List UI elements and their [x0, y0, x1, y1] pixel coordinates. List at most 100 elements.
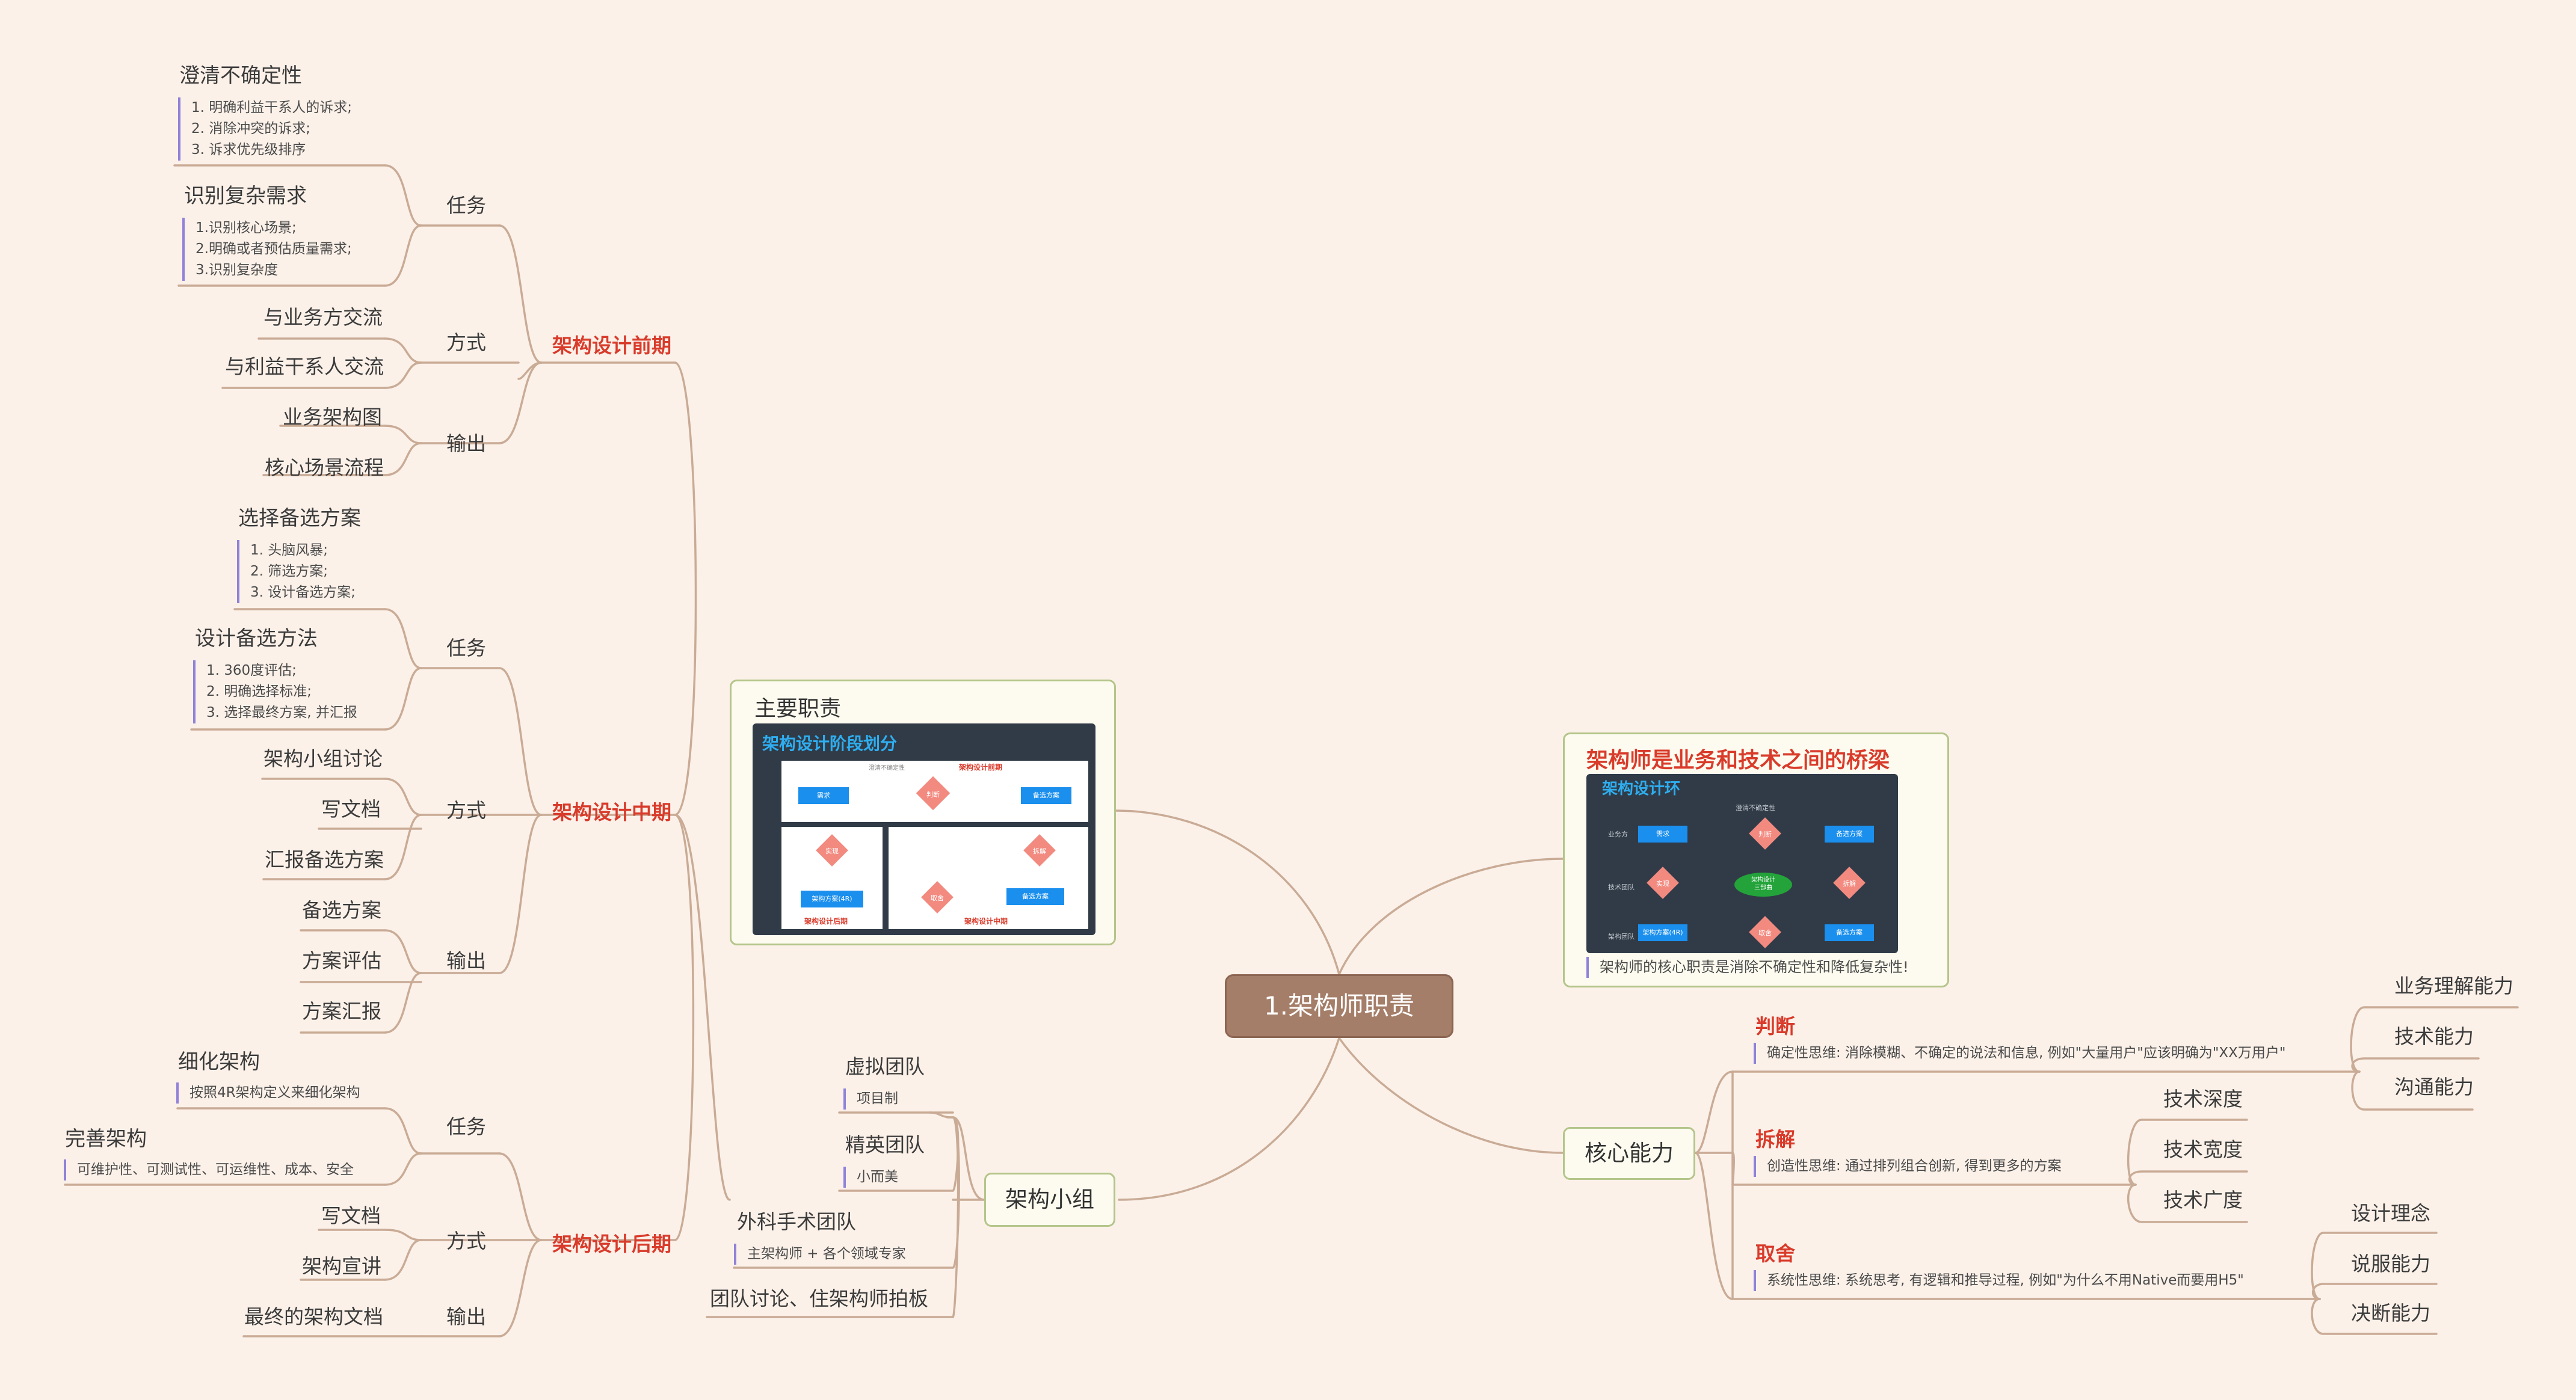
- figure-panel-left: 实现 架构方案(4R) 架构设计后期: [781, 827, 883, 929]
- core-judge: 判断: [1755, 1015, 1795, 1038]
- mid-output-candidate: 备选方案: [302, 898, 381, 922]
- judge-item-tech: 技术能力: [2394, 1025, 2474, 1048]
- back-task-refine: 细化架构: [178, 1050, 260, 1074]
- mid-task-design-notes: 1. 360度评估; 2. 明确选择标准; 3. 选择最终方案, 并汇报: [193, 660, 357, 723]
- front-method-stakeholder: 与利益干系人交流: [225, 355, 384, 378]
- lane-arch: 架构团队: [1608, 933, 1635, 941]
- mid-method-doc: 写文档: [321, 797, 381, 821]
- loop-candidate-node: 备选方案: [1825, 826, 1874, 843]
- clarify-note-1: 1. 明确利益干系人的诉求;: [191, 100, 353, 115]
- mid-output-report: 方案汇报: [302, 999, 381, 1023]
- phase-back-label: 架构设计后期: [552, 1232, 671, 1256]
- figure-stage-mid: 架构设计中期: [964, 917, 1008, 926]
- front-output-scenario: 核心场景流程: [265, 456, 384, 479]
- core-trade: 取舍: [1755, 1242, 1795, 1265]
- loop-judge-label: 判断: [1758, 830, 1772, 838]
- figure-top-label: 澄清不确定性: [869, 765, 905, 772]
- mid-output-evaluate: 方案评估: [302, 949, 381, 972]
- back-output-final: 最终的架构文档: [244, 1305, 383, 1328]
- front-task-identify: 识别复杂需求: [184, 184, 307, 208]
- identify-note-1: 1.识别核心场景;: [196, 220, 297, 236]
- team-elite-note: 小而美: [843, 1167, 898, 1188]
- loop-final-doc-node: 架构方案(4R): [1638, 924, 1687, 941]
- choose-note-2: 2. 筛选方案;: [250, 563, 328, 579]
- front-method: 方式: [446, 331, 486, 354]
- clarify-note-2: 2. 消除冲突的诉求;: [191, 121, 311, 137]
- design-note-2: 2. 明确选择标准;: [206, 684, 312, 699]
- figure-final-doc-node: 架构方案(4R): [801, 891, 863, 907]
- figure-panel-top: 澄清不确定性 架构设计前期 需求 判断 备选方案: [781, 761, 1088, 822]
- front-output-bizarch: 业务架构图: [283, 405, 382, 429]
- figure-candidate-node-2: 备选方案: [1006, 888, 1064, 905]
- judge-item-business: 业务理解能力: [2394, 974, 2513, 998]
- figure-req-node: 需求: [798, 787, 849, 804]
- lane-business: 业务方: [1608, 830, 1628, 838]
- choose-note-1: 1. 头脑风暴;: [250, 542, 328, 558]
- loop-implement-label: 实现: [1656, 880, 1669, 888]
- core-trade-note: 系统性思维: 系统思考, 有逻辑和推导过程, 例如"为什么不用Native而要用…: [1754, 1270, 2244, 1291]
- back-task: 任务: [446, 1115, 486, 1138]
- team-surgery-note: 主架构师 + 各个领域专家: [734, 1244, 906, 1265]
- figure-implement-label: 实现: [825, 847, 839, 855]
- back-task-improve: 完善架构: [65, 1127, 147, 1151]
- front-output: 输出: [446, 432, 486, 455]
- bridge-title: 架构师是业务和技术之间的桥梁: [1586, 748, 1890, 773]
- loop-center-node: [1734, 873, 1792, 897]
- mid-task-choose-notes: 1. 头脑风暴; 2. 筛选方案; 3. 设计备选方案;: [237, 540, 356, 603]
- front-task-clarify: 澄清不确定性: [179, 64, 302, 88]
- back-method-doc: 写文档: [321, 1204, 381, 1227]
- back-task-refine-note: 按照4R架构定义来细化架构: [176, 1082, 360, 1104]
- figure-judge-label: 判断: [926, 791, 940, 799]
- figure-tradeoff-label: 取舍: [931, 894, 944, 902]
- choose-note-3: 3. 设计备选方案;: [250, 585, 356, 600]
- identify-note-3: 3.识别复杂度: [196, 262, 278, 278]
- team-elite: 精英团队: [845, 1133, 925, 1156]
- loop-top-label: 澄清不确定性: [1736, 804, 1775, 812]
- identify-note-2: 2.明确或者预估质量需求;: [196, 241, 352, 257]
- back-method: 方式: [446, 1229, 486, 1253]
- trade-item-concept: 设计理念: [2351, 1202, 2430, 1225]
- team-box[interactable]: 架构小组: [984, 1173, 1115, 1227]
- figure-stage-back: 架构设计后期: [804, 917, 848, 926]
- mid-output: 输出: [446, 949, 486, 972]
- design-note-3: 3. 选择最终方案, 并汇报: [206, 705, 357, 720]
- design-loop-figure: 架构设计环 澄清不确定性 业务方 技术团队 架构团队 需求 判断 备选方案 实现…: [1586, 774, 1898, 953]
- mid-task: 任务: [446, 636, 486, 660]
- loop-figure-title: 架构设计环: [1602, 780, 1681, 798]
- loop-candidate-node-2: 备选方案: [1825, 924, 1874, 941]
- bridge-box[interactable]: 架构师是业务和技术之间的桥梁 架构设计环 澄清不确定性 业务方 技术团队 架构团…: [1563, 732, 1949, 987]
- judge-item-communication: 沟通能力: [2394, 1075, 2474, 1099]
- main-duty-box[interactable]: 主要职责 架构设计阶段划分 澄清不确定性 架构设计前期 需求 判断 备选方案 实…: [730, 680, 1116, 945]
- team-discuss: 团队讨论、住架构师拍板: [710, 1287, 928, 1310]
- figure-split-label: 拆解: [1033, 847, 1046, 855]
- front-method-business: 与业务方交流: [263, 305, 383, 329]
- loop-tradeoff-label: 取舍: [1758, 929, 1772, 937]
- loop-split-label: 拆解: [1843, 880, 1856, 888]
- split-item-breadth: 技术广度: [2163, 1188, 2243, 1212]
- trade-item-persuasion: 说服能力: [2351, 1252, 2430, 1276]
- figure-panel-right: 拆解 取舍 备选方案 架构设计中期: [889, 827, 1088, 929]
- back-task-improve-note: 可维护性、可测试性、可运维性、成本、安全: [64, 1159, 354, 1180]
- team-surgery: 外科手术团队: [737, 1210, 856, 1233]
- root-topic[interactable]: 1.架构师职责: [1225, 974, 1453, 1038]
- design-note-1: 1. 360度评估;: [206, 663, 297, 678]
- mid-task-choose: 选择备选方案: [238, 506, 361, 530]
- figure-stage-front: 架构设计前期: [959, 763, 1003, 772]
- figure-candidate-node: 备选方案: [1021, 787, 1071, 804]
- lane-tech: 技术团队: [1608, 883, 1635, 891]
- core-split: 拆解: [1755, 1128, 1795, 1151]
- front-task-identify-notes: 1.识别核心场景; 2.明确或者预估质量需求; 3.识别复杂度: [182, 218, 352, 281]
- front-task: 任务: [446, 194, 486, 217]
- clarify-note-3: 3. 诉求优先级排序: [191, 142, 306, 158]
- stage-division-figure: 架构设计阶段划分 澄清不确定性 架构设计前期 需求 判断 备选方案 实现 架构方…: [753, 723, 1095, 935]
- trade-item-decision: 决断能力: [2351, 1301, 2430, 1325]
- split-item-depth: 技术深度: [2163, 1087, 2243, 1111]
- back-method-present: 架构宣讲: [302, 1254, 381, 1278]
- core-box[interactable]: 核心能力: [1563, 1127, 1695, 1180]
- mid-method-discuss: 架构小组讨论: [263, 747, 383, 770]
- back-output: 输出: [446, 1305, 486, 1328]
- team-virtual: 虚拟团队: [845, 1055, 925, 1078]
- mid-method-report: 汇报备选方案: [265, 848, 384, 871]
